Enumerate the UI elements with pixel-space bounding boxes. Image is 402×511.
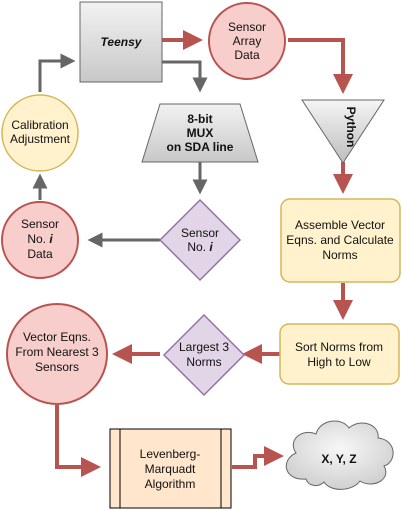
- sensor-array-data-node: Sensor Array Data: [208, 2, 286, 80]
- python-node: Python: [301, 99, 385, 164]
- arrow-calibration-to-teensy: [38, 53, 76, 92]
- largest-3-norms-node: Largest 3 Norms: [162, 313, 246, 397]
- calibration-line-2: Adjustment: [10, 132, 71, 146]
- assemble-line-2: Eqns. and Calculate: [286, 233, 394, 247]
- calibration-adjustment-node: Calibration Adjustment: [1, 94, 79, 172]
- sensor-no-i-line-2: No. i: [187, 240, 213, 254]
- sensor-no-i-node: Sensor No. i: [158, 198, 242, 282]
- teensy-node: Teensy: [79, 1, 163, 83]
- vector-eqns-node: Vector Eqns. From Nearest 3 Sensors: [6, 303, 108, 405]
- sensor-no-i-data-line-2: No. i: [27, 232, 53, 246]
- sensor-array-line-2: Array: [233, 34, 262, 48]
- vector-eqns-line-1: Vector Eqns.: [23, 330, 91, 344]
- arrow-sensor-array-to-python: [288, 38, 353, 94]
- mux-line-3: on SDA line: [167, 140, 234, 154]
- xyz-label: X, Y, Z: [321, 452, 356, 466]
- sort-norms-node: Sort Norms from High to Low: [279, 323, 400, 385]
- vector-eqns-line-3: Sensors: [35, 360, 79, 374]
- sensor-no-i-line-1: Sensor: [181, 226, 219, 240]
- levenberg-marquadt-node: Levenberg- Marquadt Algorithm: [109, 428, 232, 509]
- assemble-line-1: Assemble Vector: [295, 218, 385, 232]
- mux-line-1: 8-bit: [187, 112, 212, 126]
- mux-node: 8-bit MUX on SDA line: [141, 103, 259, 163]
- sensor-no-i-data-line-1: Sensor: [21, 217, 59, 231]
- largest3-line-1: Largest 3: [179, 340, 229, 354]
- lm-line-2: Marquadt: [145, 462, 196, 476]
- vector-eqns-line-2: From Nearest 3: [15, 345, 99, 359]
- arrow-teensy-to-mux: [162, 60, 208, 93]
- assemble-vector-node: Assemble Vector Eqns. and Calculate Norm…: [280, 198, 401, 283]
- sensor-array-line-3: Data: [234, 48, 260, 62]
- lm-line-1: Levenberg-: [140, 447, 201, 461]
- sensor-no-i-data-line-3: Data: [27, 247, 53, 261]
- sort-line-2: High to Low: [307, 355, 371, 369]
- arrow-vector-eqns-to-lm: [55, 405, 101, 477]
- teensy-label: Teensy: [101, 35, 143, 49]
- sensor-no-i-data-node: Sensor No. i Data: [1, 201, 79, 279]
- sensor-array-line-1: Sensor: [228, 20, 266, 34]
- largest3-line-2: Norms: [186, 355, 221, 369]
- lm-line-3: Algorithm: [145, 477, 196, 491]
- assemble-line-3: Norms: [322, 248, 357, 262]
- arrow-lm-to-xyz: [232, 446, 284, 469]
- xyz-cloud-node: X, Y, Z: [285, 420, 394, 490]
- mux-line-2: MUX: [187, 126, 214, 140]
- calibration-line-1: Calibration: [11, 118, 68, 132]
- sort-line-1: Sort Norms from: [295, 340, 383, 354]
- python-label: Python: [344, 107, 358, 148]
